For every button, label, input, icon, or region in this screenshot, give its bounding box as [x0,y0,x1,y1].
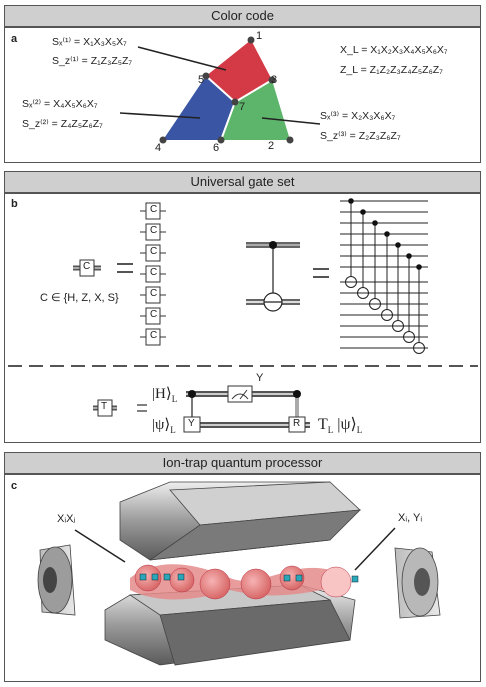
left-endcap [37,544,76,616]
color-code-header: Color code [4,5,481,27]
single-c-gate [73,259,101,277]
panel-a-label: a [11,33,18,45]
t-gate-small [93,399,117,417]
qubit-6-label: 6 [213,142,220,154]
qubit-4-label: 4 [155,142,162,154]
c-stack-7: C [150,330,158,341]
h-state-label: |H⟩L [152,386,178,404]
c-stack-4: C [150,267,158,278]
right-endcap [394,547,441,619]
qubit-1-label: 1 [256,30,263,42]
qubit-3-dot [268,76,276,84]
color-code-panel [4,27,481,163]
xixj-label: XᵢXⱼ [57,513,76,525]
qubit-4-dot [159,136,167,144]
c-stack-2: C [150,225,158,236]
logical-cnot [246,241,300,312]
sz2-text: S_z⁽²⁾ = Z₄Z₅Z₆Z₇ [22,118,103,130]
y-gate-label: Y [188,418,195,429]
c-gate-label: C [83,261,91,272]
qubit-5-dot [202,72,210,80]
sx1-text: Sₓ⁽¹⁾ = X₁X₃X₅X₇ [52,36,127,48]
upper-electrodes [119,481,362,561]
c-stack-3: C [150,246,158,257]
zl-text: Z_L = Z₁Z₂Z₃Z₄Z₅Z₆Z₇ [340,64,443,76]
qubit-6-dot [217,136,225,144]
xiyi-label: Xᵢ, Yᵢ [398,512,423,524]
qubit-7-dot [231,98,239,106]
qubit-3-label: 3 [271,74,278,86]
panel-c-label: c [11,480,18,492]
t-gate-label: T [101,401,108,412]
sx2-text: Sₓ⁽²⁾ = X₄X₅X₆X₇ [22,98,98,110]
blue-plaquette [163,76,235,140]
qubit-2-dot [286,136,294,144]
qubit-7-label: 7 [239,101,246,113]
gate-set-header: Universal gate set [4,171,481,193]
c-stack-6: C [150,309,158,320]
c-stack-5: C [150,288,158,299]
y-measure-label: Y [256,372,264,384]
sz1-text: S_z⁽¹⁾ = Z₁Z₃Z₅Z₇ [52,55,133,67]
sz3-text: S_z⁽³⁾ = Z₂Z₃Z₆Z₇ [320,130,401,142]
psi-state-label: |ψ⟩L [152,417,176,435]
r-gate-label: R [293,418,301,429]
lower-electrodes [104,584,356,666]
gate-set-panel [4,193,481,443]
c-stack-1: C [150,204,158,215]
ion-trap-header: Ion-trap quantum processor [4,452,481,474]
sx3-text: Sₓ⁽³⁾ = X₂X₃X₆X₇ [320,110,396,122]
ion-trap-panel [4,474,481,682]
xl-text: X_L = X₁X₂X₃X₄X₅X₆X₇ [340,44,448,56]
c-gate-stack [140,202,166,346]
gate-set-text: C ∈ {H, Z, X, S} [40,292,119,304]
green-plaquette [221,80,290,140]
tl-output-label: TL |ψ⟩L [318,416,363,436]
teleport-circuit [183,385,310,433]
qubit-5-label: 5 [198,74,205,86]
ion-chain [130,564,359,600]
red-plaquette [206,40,272,102]
qubit-2-label: 2 [268,140,275,152]
qubit-1-dot [247,36,255,44]
panel-b-label: b [11,198,18,210]
